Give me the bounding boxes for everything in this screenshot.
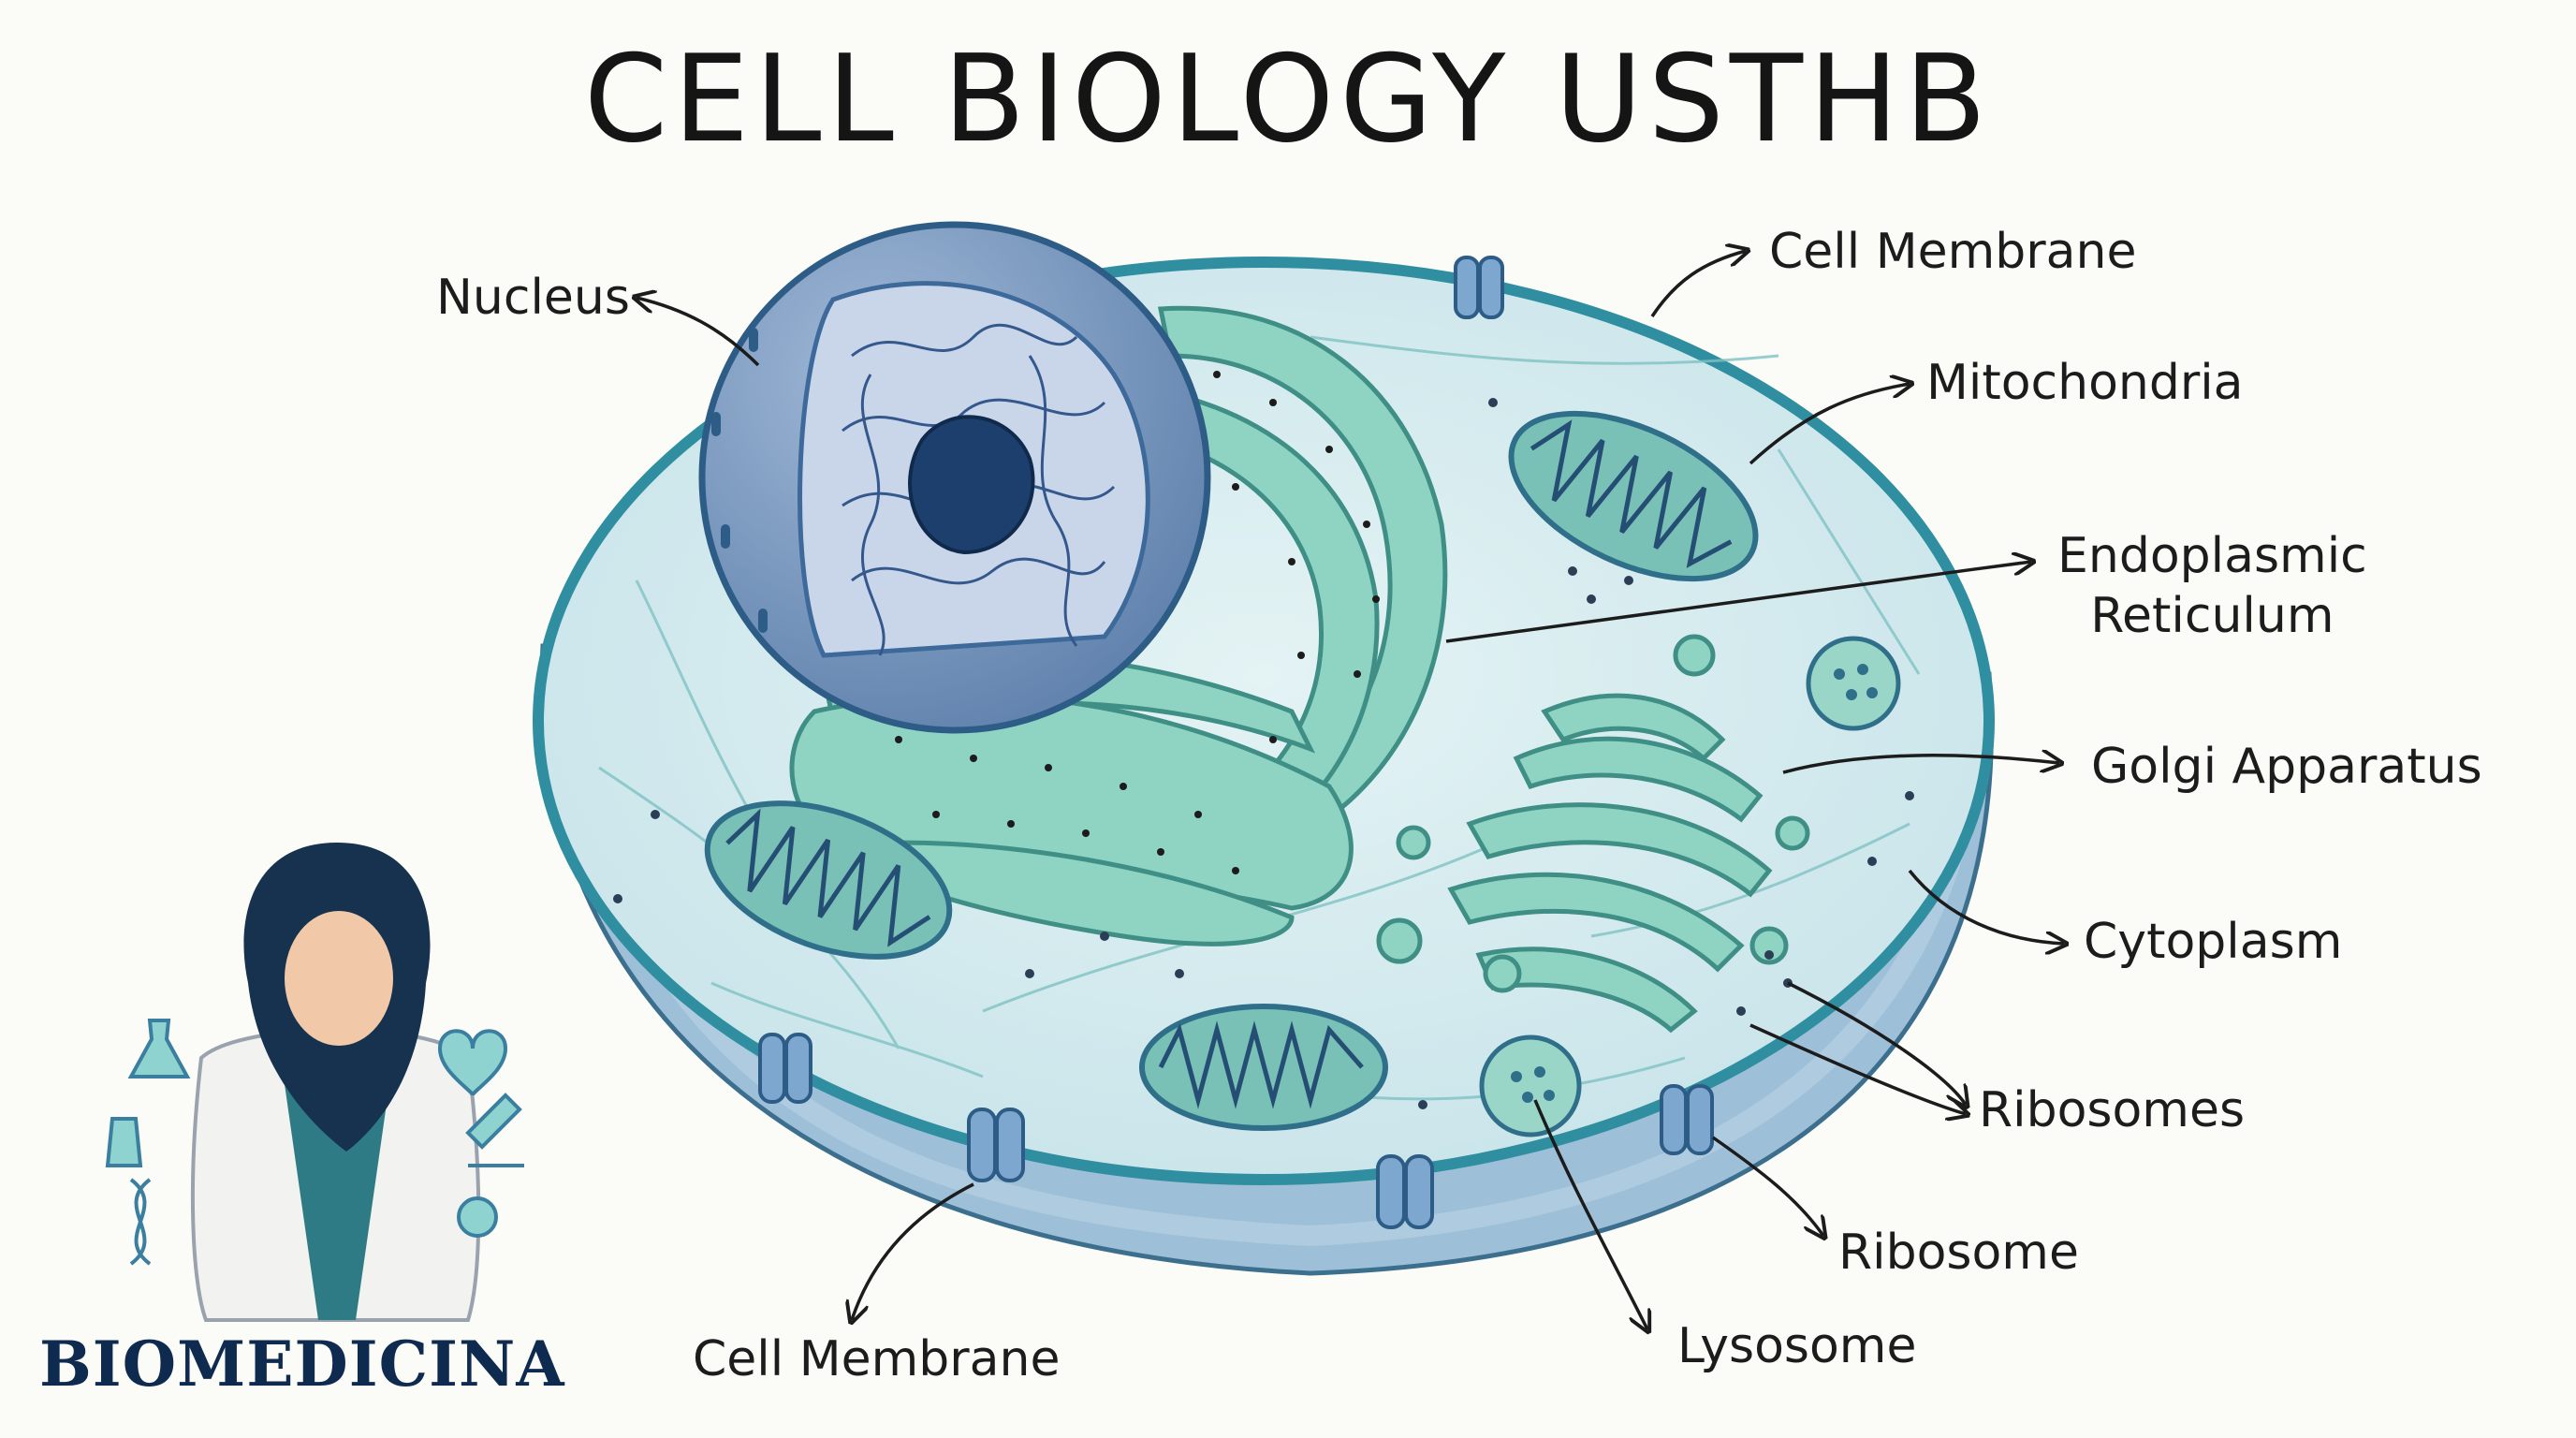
mitochondria	[704, 410, 1759, 1131]
label-ribosome: Ribosome	[1838, 1225, 2079, 1281]
golgi-apparatus	[1376, 634, 1810, 1034]
label-cytoplasm: Cytoplasm	[2084, 914, 2343, 970]
channel-protein	[758, 1033, 812, 1104]
arrow-ribosomes-a	[1787, 981, 1966, 1105]
arrow-er	[1445, 562, 2031, 643]
nuclear-pores	[711, 328, 768, 633]
dna-icon	[129, 1178, 152, 1266]
label-cell-membrane-top: Cell Membrane	[1769, 224, 2137, 280]
label-endoplasmic-reticulum: Endoplasmic Reticulum	[2057, 528, 2367, 644]
channel-protein	[1376, 1154, 1434, 1229]
mitochondrion	[1139, 1004, 1388, 1131]
label-ribosomes: Ribosomes	[1979, 1082, 2246, 1138]
label-cell-membrane-bottom: Cell Membrane	[693, 1331, 1061, 1387]
cell-icon	[457, 1196, 498, 1238]
scientist-illustration	[105, 843, 524, 1322]
arrow-cell-membrane-bottom	[852, 1182, 974, 1320]
nucleolus	[908, 415, 1035, 555]
membrane-proteins	[758, 256, 1714, 1229]
arrow-ribosome	[1711, 1136, 1823, 1236]
label-mitochondria: Mitochondria	[1926, 355, 2244, 411]
beaker-icon	[105, 1117, 143, 1167]
label-nucleus: Nucleus	[436, 270, 630, 326]
arrow-ribosomes-b	[1749, 1023, 1966, 1114]
heart-icon	[437, 1029, 508, 1096]
mitochondrion	[704, 800, 953, 960]
free-ribosomes	[613, 398, 1914, 1109]
channel-protein	[1660, 1084, 1714, 1155]
science-icons	[105, 1019, 524, 1266]
channel-protein	[967, 1108, 1025, 1182]
er-ribosome-dots	[895, 371, 1380, 874]
flask-icon	[127, 1019, 191, 1078]
label-lysosome: Lysosome	[1677, 1318, 1917, 1374]
page-title: CELL BIOLOGY USTHB	[583, 30, 1993, 169]
arrow-golgi	[1782, 756, 2059, 772]
microscope-icon	[465, 1093, 524, 1167]
arrow-cell-membrane-top	[1650, 251, 1746, 317]
leader-arrows	[637, 251, 2064, 1329]
lysosomes	[1479, 636, 1901, 1137]
arrow-cytoplasm	[1908, 869, 2064, 944]
arrow-lysosome	[1533, 1099, 1647, 1329]
arrow-mitochondria	[1749, 384, 1910, 465]
brand-logo-text: BIOMEDICINA	[39, 1328, 565, 1401]
arrow-nucleus	[637, 298, 760, 367]
nucleus	[698, 221, 1211, 734]
mitochondrion	[1508, 410, 1759, 582]
label-golgi-apparatus: Golgi Apparatus	[2091, 739, 2482, 795]
channel-protein	[1454, 256, 1504, 319]
